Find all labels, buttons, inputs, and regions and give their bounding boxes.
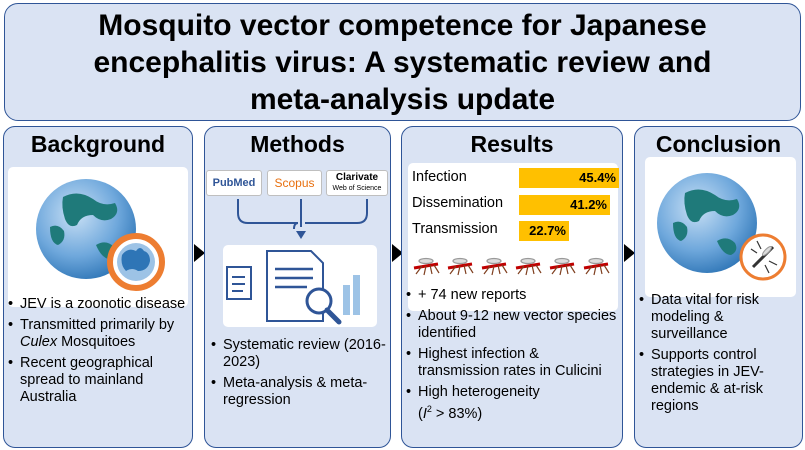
- clarivate-logo: Clarivate Web of Science: [326, 170, 388, 196]
- bar-transmission: [519, 221, 569, 241]
- document-search-icon: [226, 250, 360, 325]
- results-panel: Results + 74 new reports About 9-12 new …: [401, 126, 623, 448]
- background-bullet-3: Recent geographical spread to mainland A…: [6, 355, 190, 406]
- background-image-area: [8, 167, 188, 307]
- background-panel: Background JEV is a zoonotic disease Tra…: [3, 126, 193, 448]
- arrow-right-icon: [194, 244, 205, 262]
- conclusion-bullet-1: Data vital for risk modeling & surveilla…: [637, 292, 801, 343]
- conclusion-panel: Conclusion Data vital for risk modeling …: [634, 126, 803, 448]
- conclusion-heading: Conclusion: [655, 131, 782, 157]
- bar-label-dissemination: Dissemination: [412, 195, 504, 211]
- bar-value-infection: 45.4%: [579, 170, 616, 185]
- results-bullet-1: + 74 new reports: [404, 287, 620, 304]
- funnel-arrows-icon: [237, 199, 368, 239]
- scopus-logo: Scopus: [267, 170, 322, 196]
- methods-bullet-1: Systematic review (2016-2023): [209, 337, 387, 371]
- methods-heading: Methods: [250, 131, 345, 157]
- conclusion-image-area: [645, 157, 796, 297]
- methods-bullet-2: Meta-analysis & meta-regression: [209, 375, 387, 409]
- pubmed-logo: PubMed: [206, 170, 262, 196]
- bar-infection: [519, 168, 619, 188]
- title-banner: Mosquito vector competence for Japanese …: [4, 3, 801, 121]
- title-line-1: Mosquito vector competence for Japanese: [98, 8, 707, 42]
- methods-image-area: [223, 245, 377, 327]
- bar-value-dissemination: 41.2%: [570, 197, 607, 212]
- arrow-right-icon: [624, 244, 635, 262]
- background-bullet-2: Transmitted primarily by Culex Mosquitoe…: [6, 317, 190, 351]
- results-bullets: + 74 new reports About 9-12 new vector s…: [404, 287, 620, 427]
- arrow-right-icon: [392, 244, 403, 262]
- bar-value-transmission: 22.7%: [529, 223, 566, 238]
- globe-australia-icon: [36, 179, 165, 291]
- globe-mosquito-icon: [657, 173, 787, 281]
- conclusion-bullet-2: Supports control strategies in JEV-endem…: [637, 347, 801, 415]
- background-bullets: JEV is a zoonotic disease Transmitted pr…: [6, 296, 190, 410]
- title-line-3: meta-analysis update: [249, 82, 556, 116]
- conclusion-bullets: Data vital for risk modeling & surveilla…: [637, 292, 801, 419]
- bar-label-infection: Infection: [412, 169, 467, 185]
- background-heading: Background: [30, 131, 166, 157]
- bar-label-transmission: Transmission: [412, 221, 498, 237]
- results-heading: Results: [470, 131, 554, 157]
- results-bullet-3: Highest infection & transmission rates i…: [404, 346, 620, 380]
- methods-bullets: Systematic review (2016-2023) Meta-analy…: [209, 337, 387, 413]
- results-bullet-2: About 9-12 new vector species identified: [404, 308, 620, 342]
- title-line-2: encephalitis virus: A systematic review …: [93, 45, 712, 79]
- results-bullet-4: High heterogeneity(I2 > 83%): [404, 384, 620, 423]
- background-bullet-1: JEV is a zoonotic disease: [6, 296, 190, 313]
- bar-dissemination: [519, 195, 610, 215]
- mosquitoes-icon: [413, 257, 611, 277]
